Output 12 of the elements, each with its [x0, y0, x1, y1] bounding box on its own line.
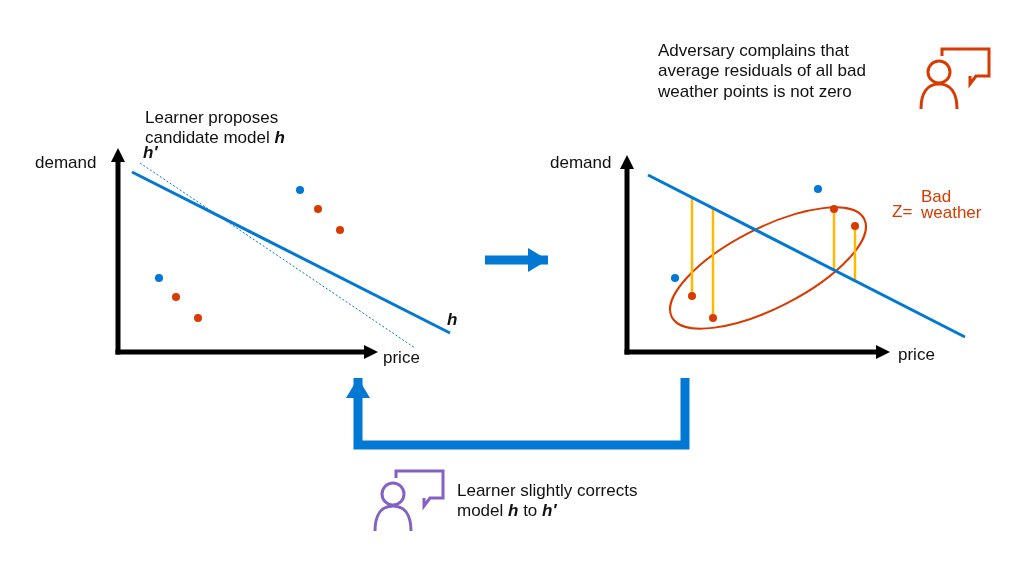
label: Bad weather: [921, 189, 983, 222]
arrow: [346, 378, 690, 450]
label: h′: [143, 143, 158, 164]
label: price: [383, 348, 420, 369]
label: demand: [550, 153, 612, 174]
label: price: [898, 345, 935, 366]
label: Learner slightly corrects model h to h′: [457, 481, 639, 522]
arrow: [485, 248, 548, 272]
label: demand: [35, 153, 97, 174]
label: h: [447, 310, 458, 331]
node-label: Adversary complains that average residuals of all bad weather points is not zero: [658, 41, 867, 103]
label: Z=: [892, 202, 913, 223]
